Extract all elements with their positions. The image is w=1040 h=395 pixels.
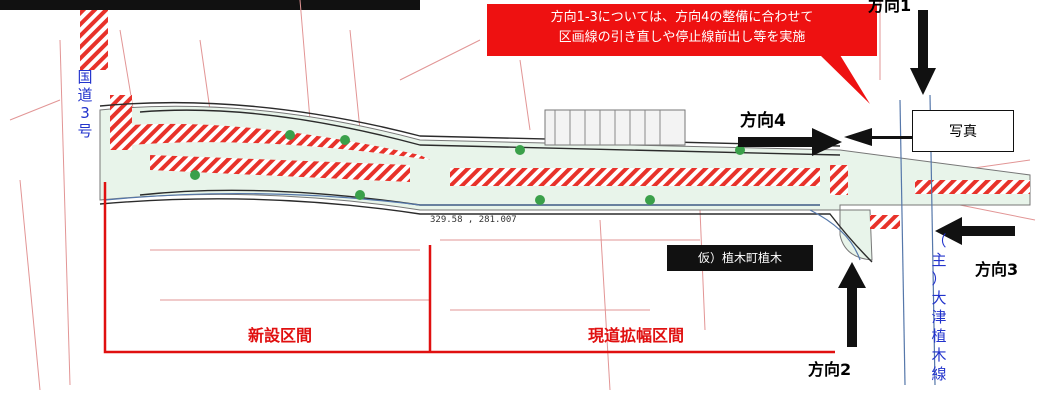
direction3-label: 方向3 xyxy=(975,260,1019,279)
arrow-direction4 xyxy=(812,128,842,156)
arrow-direction2 xyxy=(838,262,866,288)
arrow-direction3 xyxy=(935,217,962,245)
crosswalk-hatch-left xyxy=(110,95,132,150)
coordinate-text: 329.58 , 281.007 xyxy=(430,215,517,225)
median-hatch-2 xyxy=(150,155,410,182)
hatch-direction3 xyxy=(915,180,1030,194)
median-hatch-3 xyxy=(450,168,820,186)
section-new-label: 新設区間 xyxy=(248,326,313,345)
place-label: 仮）植木町植木 xyxy=(667,245,813,271)
callout-line-2: 区画線の引き直しや停止線前出し等を実施 xyxy=(558,30,806,45)
arrow-direction1 xyxy=(910,68,936,95)
direction4-label: 方向4 xyxy=(740,111,786,131)
photo-pointer xyxy=(844,128,872,146)
direction2-label: 方向2 xyxy=(808,360,852,379)
hatch-top-left xyxy=(80,10,108,70)
header-banner xyxy=(0,0,420,10)
road-name-right: （ 主 ） 大 津 植 木 線 xyxy=(931,232,947,383)
tree-markers xyxy=(190,130,745,205)
building-hatch xyxy=(554,110,661,145)
hatch-corner xyxy=(870,215,900,229)
section-bracket xyxy=(103,182,835,354)
median-hatch-1 xyxy=(130,123,430,160)
crosswalk-hatch-right xyxy=(830,165,848,195)
direction1-label: 方向1 xyxy=(868,0,912,15)
direction-arrows xyxy=(738,10,1015,347)
callout-line-1: 方向1-3については、方向4の整備に合わせて xyxy=(550,10,814,25)
note-callout: 方向1-3については、方向4の整備に合わせて 区画線の引き直しや停止線前出し等を… xyxy=(487,4,877,56)
callout-pointer xyxy=(820,55,870,104)
photo-label-box: 写真 xyxy=(912,110,1014,152)
section-widen-label: 現道拡幅区間 xyxy=(588,326,685,345)
parcel-lines xyxy=(9,0,1036,391)
road-name-left: 国 道 3 号 xyxy=(77,68,93,140)
photo-pointer-line xyxy=(870,136,914,139)
